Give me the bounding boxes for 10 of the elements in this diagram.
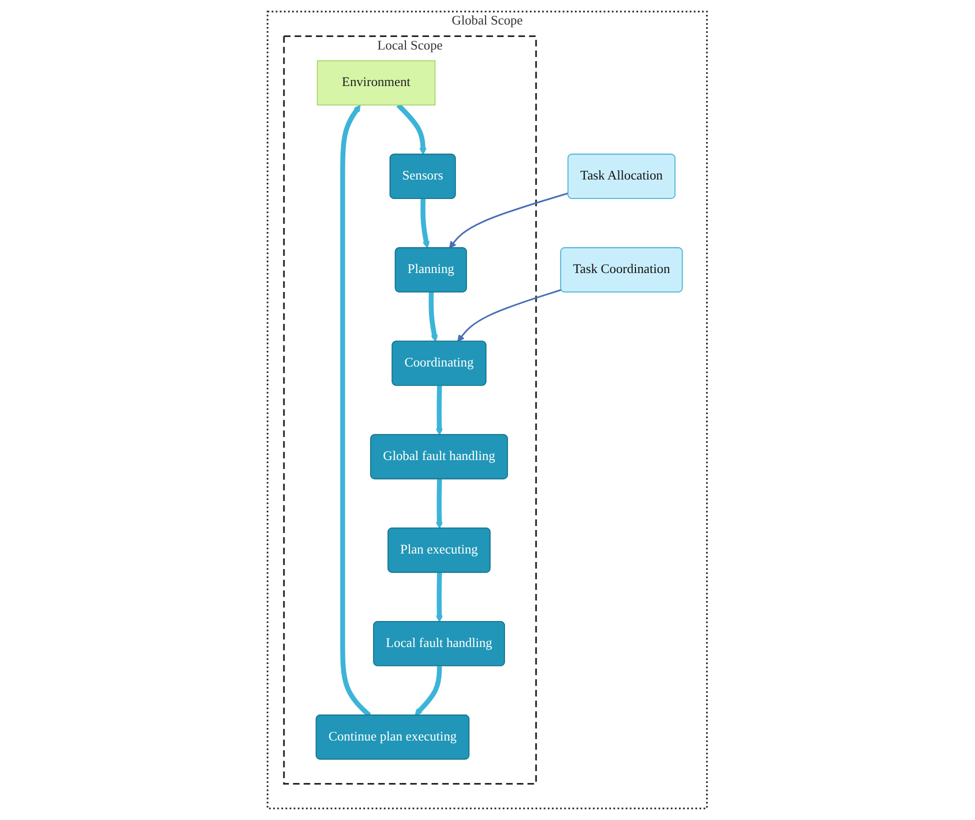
arrow: [436, 479, 444, 529]
arrow: [458, 289, 562, 342]
arrow: [436, 572, 444, 622]
arrow: [396, 103, 427, 155]
arrow: [449, 192, 569, 248]
arrow: [436, 386, 444, 436]
arrow: [428, 292, 438, 342]
arrow: [420, 198, 430, 248]
arrow: [414, 666, 442, 716]
node-box: Environment: [317, 60, 436, 106]
